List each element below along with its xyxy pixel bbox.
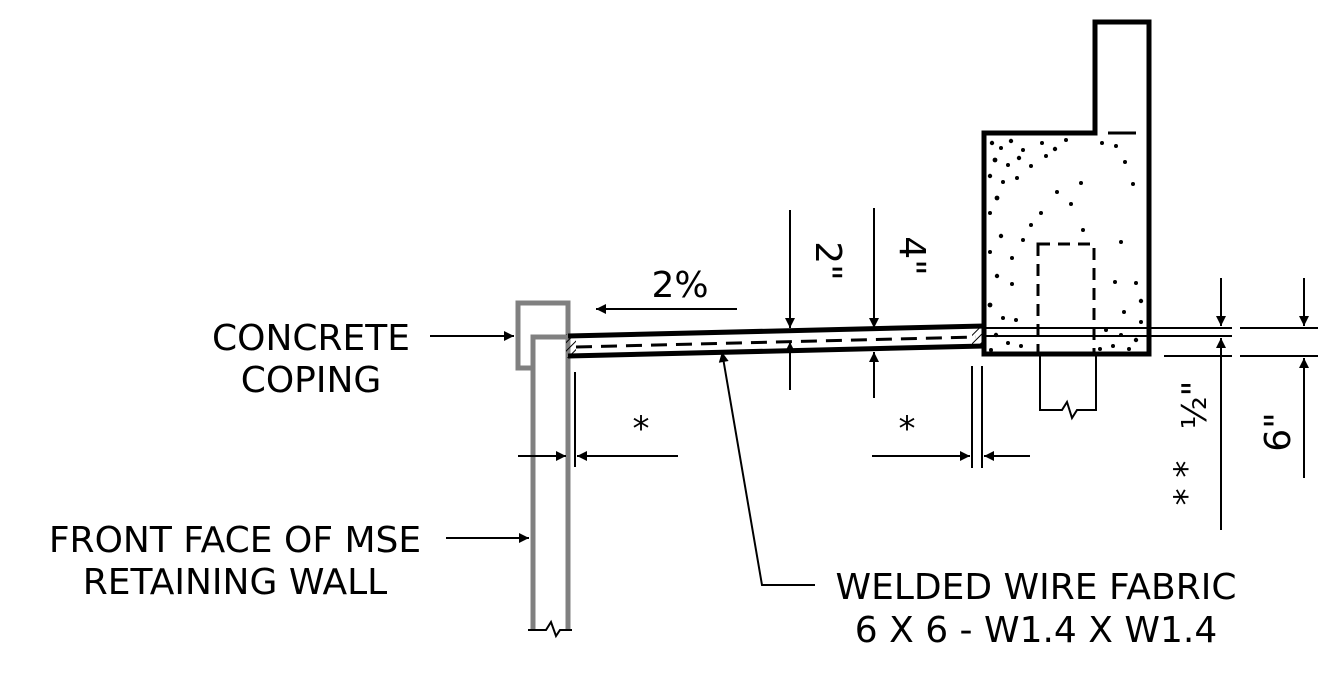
barrier	[981, 19, 1232, 421]
dim-half-label: ½"	[1175, 381, 1215, 430]
dim-star-left: *	[633, 409, 650, 449]
dim-star-right: *	[899, 409, 916, 449]
slab-bottom-edge	[567, 343, 985, 359]
label-concrete: CONCRETE	[212, 318, 410, 359]
post-below	[1039, 354, 1097, 421]
slab	[566, 323, 985, 359]
joint-hatch-right	[972, 324, 982, 348]
label-front-face: FRONT FACE OF MSE	[49, 520, 421, 561]
dim-double-star: * *	[1167, 461, 1207, 506]
label-coping: COPING	[241, 360, 382, 401]
concrete-stipple	[987, 138, 1144, 352]
wall-break-symbol	[528, 619, 572, 639]
label-welded-wire: WELDED WIRE FABRIC	[836, 567, 1237, 608]
fabric-leader-arrow	[718, 351, 815, 586]
dim-6-label: 6"	[1258, 412, 1299, 451]
dowel-dashed	[1036, 242, 1096, 356]
mse-wall	[515, 300, 571, 630]
joint-hatch-left	[566, 334, 576, 358]
concrete-coping-shape	[515, 300, 571, 630]
slope-label: 2%	[651, 265, 708, 306]
dim-4-label: 4"	[891, 236, 932, 275]
slab-top-edge	[567, 323, 985, 339]
wire-fabric-line	[575, 335, 977, 349]
wall-panel-shape	[533, 334, 571, 630]
label-fabric-spec: 6 X 6 - W1.4 X W1.4	[855, 610, 1217, 651]
label-retaining-wall: RETAINING WALL	[83, 562, 387, 603]
barrier-outline	[981, 19, 1152, 357]
dim-2-label: 2"	[807, 241, 848, 280]
